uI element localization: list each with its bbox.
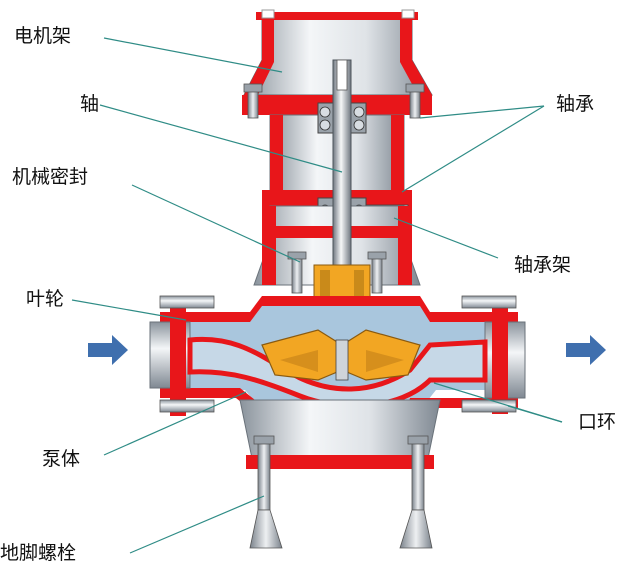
arrow-right-icon (566, 335, 606, 365)
shaft-coupling (336, 59, 348, 91)
pump-base (239, 399, 441, 469)
label-shaft: 轴 (80, 93, 100, 115)
leader-lines (71, 37, 563, 554)
label-anchor-bolt: 地脚螺栓 (0, 542, 77, 564)
arrow-right-icon (88, 335, 128, 365)
label-mechanical-seal: 机械密封 (12, 166, 89, 188)
impeller (261, 329, 421, 381)
label-impeller: 叶轮 (26, 288, 65, 310)
label-bearing: 轴承 (556, 93, 595, 115)
label-pump-body: 泵体 (42, 448, 81, 470)
anchor-bolts (249, 435, 433, 549)
label-wear-ring: 口环 (578, 411, 617, 433)
motor-frame (243, 9, 433, 96)
label-bearing-frame: 轴承架 (514, 254, 572, 276)
label-motor-frame: 电机架 (14, 25, 72, 47)
